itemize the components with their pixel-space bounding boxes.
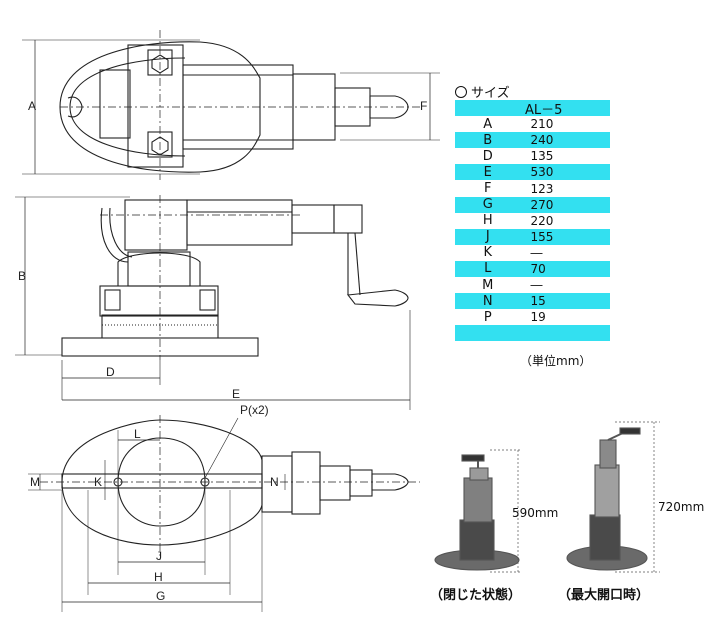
spec-value: 240 [530,133,554,148]
spec-key: A [483,116,493,132]
open-state-label: （最大開口時） [558,588,650,603]
spec-row: K― [455,245,610,261]
photo-open [566,421,660,573]
spec-value: 155 [530,229,554,244]
dim-label-e: E [232,387,240,401]
spec-row: E 530 [455,164,610,181]
spec-row: A 210 [455,116,610,132]
dim-label-a: A [28,99,36,113]
spec-key: P [483,309,492,325]
dim-label-m: M [30,475,40,489]
photo-closed [434,449,520,573]
spec-key: B [483,132,493,148]
spec-row: G 270 [455,196,610,213]
spec-header-row: AL－5 [455,100,610,118]
spec-value: 220 [530,213,554,228]
spec-row: D 135 [455,148,610,164]
dim-label-f: F [420,99,427,113]
spec-model: AL－5 [525,102,563,118]
side-view [15,195,411,410]
spec-value: 70 [530,261,546,276]
bottom-view [28,415,420,612]
spec-key: D [482,148,493,164]
spec-title-text: サイズ [471,86,510,101]
dim-label-p: P(x2) [240,403,269,417]
dim-label-l: L [134,427,141,441]
spec-value: ― [530,278,543,293]
open-height: 720mm [658,500,705,514]
circle-bullet-icon [455,86,467,98]
spec-key: L [484,261,492,277]
spec-value: 123 [530,181,554,196]
dim-label-b: B [18,269,26,283]
spec-key: K [483,245,492,261]
closed-height: 590mm [512,506,559,520]
spec-value: 15 [530,294,546,309]
spec-row: L 70 [455,260,610,278]
spec-row: J 155 [455,228,610,245]
unit-note: （単位mm） [520,354,592,368]
spec-key: G [482,197,493,213]
spec-key: E [483,164,492,180]
spec-row [455,325,610,342]
spec-table-title: サイズ [455,82,510,101]
spec-key: H [482,213,493,229]
spec-key: N [482,293,493,309]
spec-value: ― [530,245,543,260]
spec-value: 19 [530,310,546,325]
spec-value: 270 [530,197,554,212]
spec-key: M [482,277,494,293]
spec-row: H 220 [455,213,610,229]
spec-key: J [485,229,490,245]
spec-row: B 240 [455,132,610,149]
spec-row: F 123 [455,180,610,196]
dim-label-h: H [154,570,163,584]
spec-row: N 15 [455,293,610,310]
spec-value: 135 [530,149,554,164]
closed-state-label: （閉じた状態） [430,588,522,603]
dim-label-d: D [106,365,115,379]
dim-label-j: J [156,549,162,563]
spec-value: 210 [530,117,554,132]
dim-label-n: N [270,475,279,489]
spec-row: M― [455,277,610,293]
spec-row: P 19 [455,309,610,325]
spec-value: 530 [530,165,554,180]
top-view [22,30,440,180]
dim-label-g: G [156,589,165,603]
spec-key: F [484,181,492,197]
dim-label-k: K [94,475,102,489]
